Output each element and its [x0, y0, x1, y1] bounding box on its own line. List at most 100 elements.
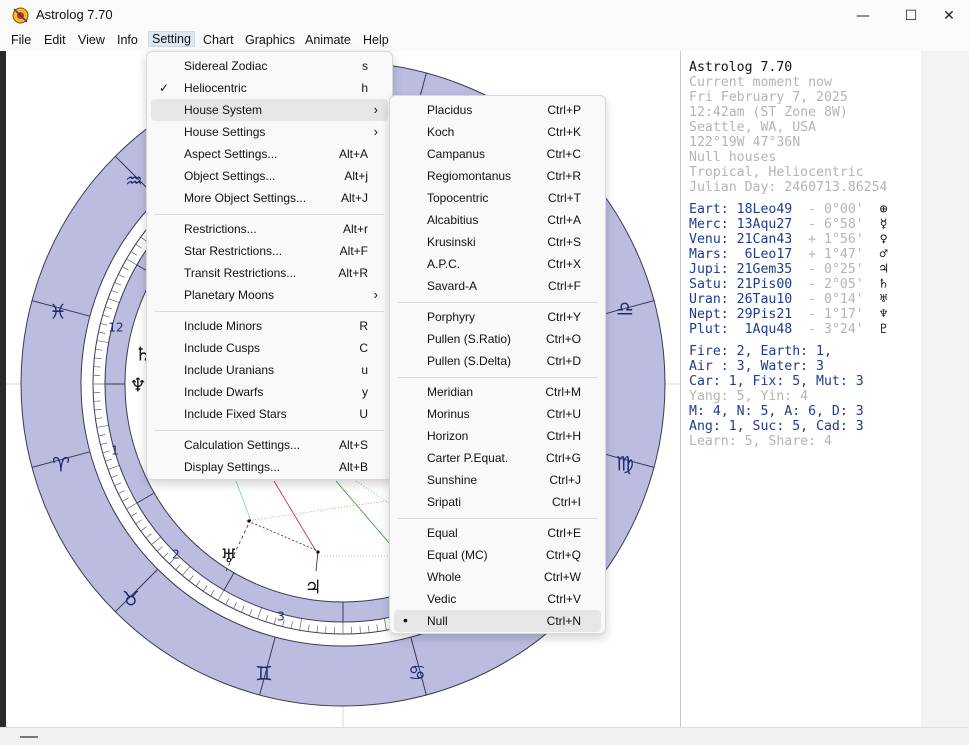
info-header-line: Astrolog 7.70 [689, 60, 792, 75]
menu-item-shortcut: u [361, 363, 368, 377]
planet-name: Venu: [689, 232, 729, 247]
menu-view[interactable]: View [78, 33, 105, 47]
planet-latitude: + 1°56' [808, 232, 864, 247]
menu-item-label: Vedic [427, 592, 456, 606]
submenu-arrow-icon: › [374, 287, 378, 302]
menu-separator [155, 430, 384, 431]
menu-setting[interactable]: Setting [149, 32, 194, 46]
setting-item-more-object-settings[interactable]: More Object Settings...Alt+J [151, 187, 388, 209]
setting-item-calculation-settings[interactable]: Calculation Settings...Alt+S [151, 434, 388, 456]
planet-glyph-icon: ♆ [880, 307, 888, 322]
menu-item-shortcut: Ctrl+Q [546, 548, 581, 562]
menu-item-shortcut: Ctrl+O [546, 332, 581, 346]
menu-file[interactable]: File [11, 33, 31, 47]
planet-position: 1Aqu48 [737, 322, 793, 337]
setting-item-star-restrictions[interactable]: Star Restrictions...Alt+F [151, 240, 388, 262]
menu-item-label: Campanus [427, 147, 485, 161]
menu-item-label: More Object Settings... [184, 191, 306, 205]
house-item-a-p-c[interactable]: A.P.C. Ctrl+X [394, 253, 601, 275]
planet-row: Uran: 26Tau10 - 0°14' ♅ [689, 292, 888, 307]
sign-cancer-icon: ♋ [408, 661, 426, 685]
menu-info[interactable]: Info [117, 33, 138, 47]
info-header-line: Julian Day: 2460713.86254 [689, 180, 888, 195]
menu-item-shortcut: Ctrl+X [547, 257, 581, 271]
house-item-equal-mc[interactable]: Equal (MC) Ctrl+Q [394, 544, 601, 566]
summary-line: Air : 3, Water: 3 [689, 359, 824, 374]
sign-gemini-icon: ♊ [255, 662, 273, 686]
planet-position: 21Gem35 [737, 262, 793, 277]
menu-edit[interactable]: Edit [44, 33, 66, 47]
menu-item-label: Pullen (S.Ratio) [427, 332, 511, 346]
setting-item-planetary-moons[interactable]: Planetary Moons › [151, 284, 388, 306]
setting-item-transit-restrictions[interactable]: Transit Restrictions...Alt+R [151, 262, 388, 284]
planet-latitude: - 0°00' [808, 202, 864, 217]
planet-row: Merc: 13Aqu27 - 6°58' ☿ [689, 217, 888, 232]
menu-chart[interactable]: Chart [203, 33, 234, 47]
setting-item-restrictions[interactable]: Restrictions...Alt+r [151, 218, 388, 240]
status-grip [20, 736, 38, 738]
summary-line: M: 4, N: 5, A: 6, D: 3 [689, 404, 864, 419]
setting-item-display-settings[interactable]: Display Settings...Alt+B [151, 456, 388, 478]
status-bar [0, 727, 969, 745]
element-summary-text: Air : 3, Water: 3 [689, 359, 824, 374]
menu-item-shortcut: Ctrl+H [547, 429, 581, 443]
title-bar: Astrolog 7.70 — ☐ ✕ [0, 0, 969, 31]
menu-item-shortcut: Ctrl+G [546, 451, 581, 465]
menu-item-label: Include Fixed Stars [184, 407, 287, 421]
menu-item-shortcut: Ctrl+J [549, 473, 581, 487]
house-item-carter-p-equat[interactable]: Carter P.Equat.Ctrl+G [394, 447, 601, 469]
menu-graphics[interactable]: Graphics [245, 33, 295, 47]
submenu-arrow-icon: › [374, 124, 378, 139]
planet-latitude: - 1°17' [808, 307, 864, 322]
sign-virgo-icon: ♍ [616, 452, 634, 476]
setting-item-aspect-settings[interactable]: Aspect Settings...Alt+A [151, 143, 388, 165]
house-item-pullen-s-delta[interactable]: Pullen (S.Delta)Ctrl+D [394, 350, 601, 372]
menu-item-shortcut: Alt+S [339, 438, 368, 452]
menu-item-label: Equal [427, 526, 458, 540]
menu-item-label: Planetary Moons [184, 288, 274, 302]
setting-item-house-settings[interactable]: House Settings› [151, 121, 388, 143]
setting-item-object-settings[interactable]: Object Settings...Alt+j [151, 165, 388, 187]
menu-item-shortcut: Alt+A [339, 147, 368, 161]
minimize-button[interactable]: — [840, 0, 886, 31]
menu-item-label: Equal (MC) [427, 548, 488, 562]
menu-item-label: A.P.C. [427, 257, 460, 271]
menu-help[interactable]: Help [363, 33, 389, 47]
planet-position: 21Can43 [737, 232, 793, 247]
radio-dot-icon: • [403, 612, 408, 628]
info-header-line: Seattle, WA, USA [689, 120, 816, 135]
info-header-line: 122°19W 47°36N [689, 135, 800, 150]
menu-item-shortcut: Ctrl+U [547, 407, 581, 421]
setting-item-house-system[interactable]: House System› [151, 99, 388, 121]
info-header-text: Julian Day: 2460713.86254 [689, 180, 888, 195]
menu-animate[interactable]: Animate [305, 33, 351, 47]
close-button[interactable]: ✕ [926, 0, 969, 31]
planet-glyph-icon: ☿ [880, 217, 888, 232]
house-item-pullen-s-ratio[interactable]: Pullen (S.Ratio) Ctrl+O [394, 328, 601, 350]
